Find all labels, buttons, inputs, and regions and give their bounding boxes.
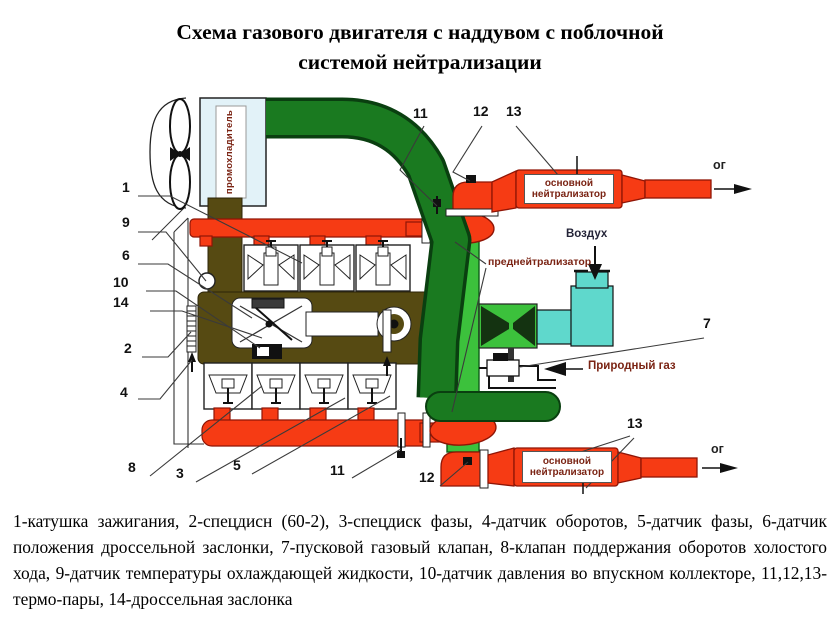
callout-4-6: 4 (120, 384, 128, 400)
callout-12-11: 12 (419, 469, 435, 485)
callout-7-16: 7 (703, 315, 711, 331)
callout-10-3: 10 (113, 274, 129, 290)
callout-8-7: 8 (128, 459, 136, 475)
exhaust-gas-label-top: ог (713, 158, 726, 172)
pre-neutralizer-label: преднейтрализатор (488, 256, 592, 268)
slide-title-line2: системой нейтрализации (298, 50, 542, 74)
thermocouple-11-top (433, 199, 441, 207)
gas-valve (479, 353, 556, 389)
cooling-fan (149, 97, 191, 241)
main-neutralizer-bottom-label: основной нейтрализатор (522, 451, 612, 483)
callout-5-9: 5 (233, 457, 241, 473)
throttle-position-sensor (251, 298, 285, 309)
natural-gas-label: Природный газ (588, 360, 676, 372)
phase-sensor (382, 309, 392, 376)
thermocouple-12-bottom (463, 457, 472, 465)
callout-9-1: 9 (122, 214, 130, 230)
throttle-plate (255, 307, 293, 341)
callout-12-13: 12 (473, 103, 489, 119)
callout-11-12: 11 (413, 105, 428, 121)
cylinder-bank-top (243, 240, 411, 292)
callout-13-15: 13 (627, 415, 643, 431)
turbo-compressor (536, 269, 614, 347)
callout-2-5: 2 (124, 340, 132, 356)
thermocouple-12-top (466, 175, 476, 183)
air-inlet (575, 271, 609, 289)
boost-pipe (266, 97, 561, 422)
crank-toothed-disc (186, 305, 197, 353)
main-neutralizer-top-label: основной нейтрализатор (524, 174, 614, 204)
callout-11-10: 11 (330, 462, 345, 478)
legend-caption: 1-катушка зажигания, 2-спецдисн (60-2), … (13, 511, 827, 609)
cylinder-bank-bottom (203, 362, 397, 410)
exhaust-arrow-bottom (702, 463, 738, 473)
air-label: Воздух (566, 228, 608, 240)
intake-manifold-center (197, 291, 439, 365)
exhaust-manifold-top (189, 218, 429, 247)
air-arrow (588, 246, 602, 280)
callout-13-14: 13 (506, 103, 522, 119)
exhaust-gas-label-bottom: ог (711, 442, 724, 456)
thermocouple-11-bottom (397, 451, 405, 458)
exhaust-manifold-bottom (201, 407, 443, 447)
gas-arrow (544, 362, 583, 376)
callout-1-0: 1 (122, 179, 130, 195)
exhaust-arrow-top (714, 184, 752, 194)
callout-3-8: 3 (176, 465, 184, 481)
intercooler (199, 97, 267, 207)
intercooler-label: промохладитель (224, 109, 235, 195)
callout-6-2: 6 (122, 247, 130, 263)
rpm-sensor (188, 352, 196, 372)
slide-title-line1: Схема газового двигателя с наддувом с по… (176, 20, 664, 44)
callout-14-4: 14 (113, 294, 129, 310)
